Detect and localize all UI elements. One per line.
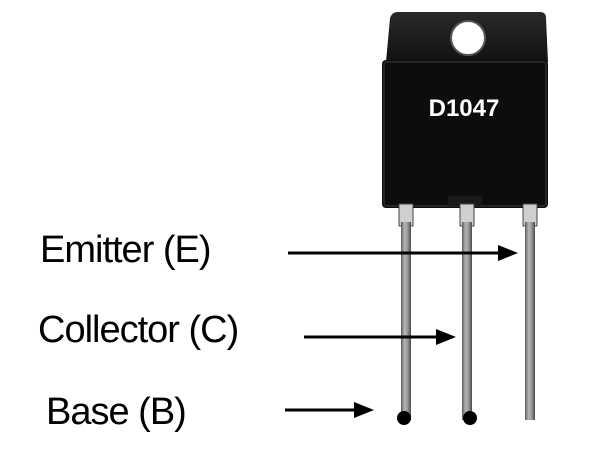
mounting-hole (450, 20, 486, 56)
collector-connection-dot (463, 411, 477, 425)
emitter-label: Emitter (E) (40, 229, 211, 271)
part-number-label: D1047 (429, 95, 500, 122)
base-connection-dot (397, 411, 411, 425)
leads (397, 203, 538, 425)
pin-labels: Emitter (E) Collector (C) Base (B) (38, 229, 518, 433)
collector-label: Collector (C) (38, 309, 238, 351)
base-arrow-head (354, 402, 374, 418)
transistor-body (382, 60, 548, 208)
emitter-arrow-head (498, 245, 518, 261)
lead-collector (462, 222, 472, 420)
base-label: Base (B) (46, 391, 186, 433)
lead-emitter (525, 222, 535, 420)
collector-arrow-head (436, 329, 456, 345)
lead-base (401, 222, 411, 420)
transistor-package: D1047 (382, 12, 548, 208)
